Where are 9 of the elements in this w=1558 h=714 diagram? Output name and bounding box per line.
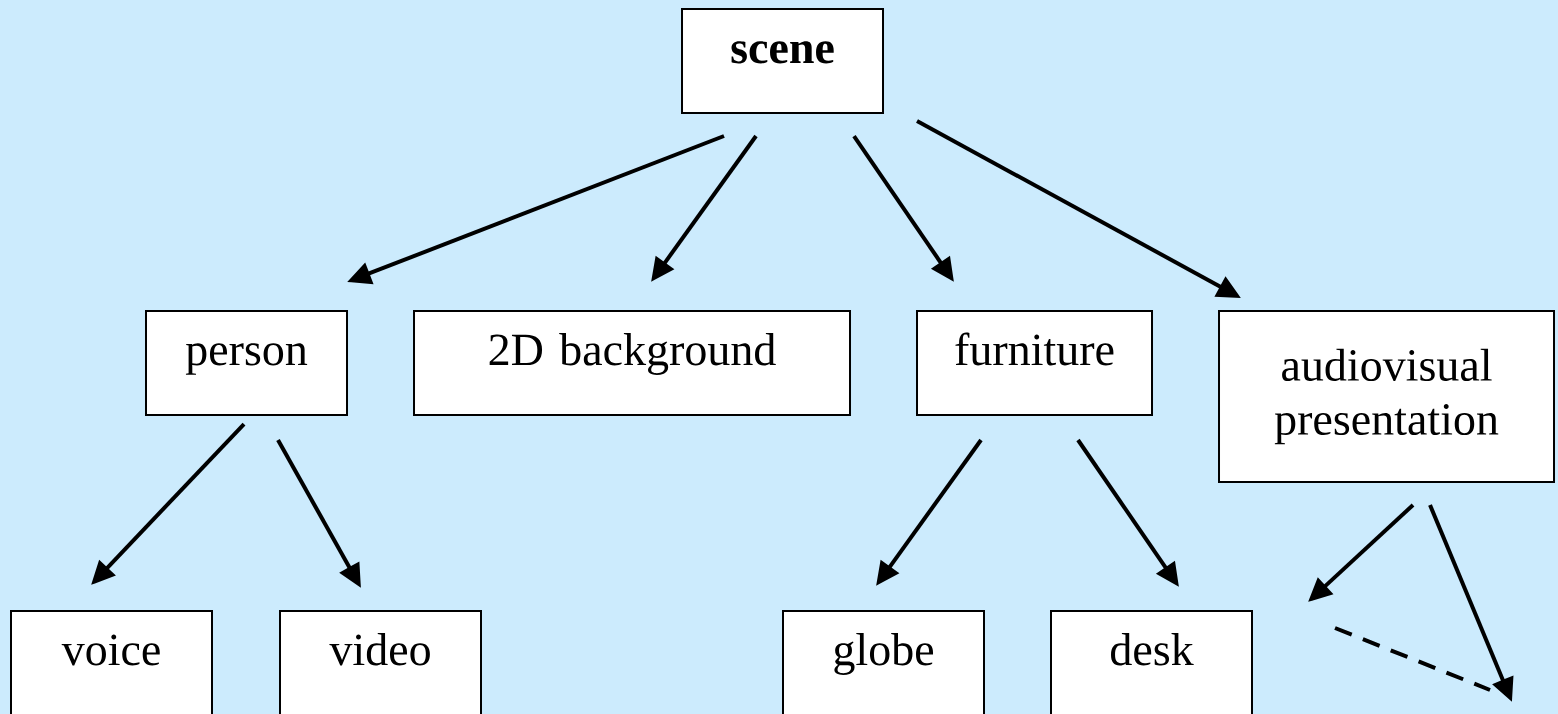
text-box: person [145,310,348,416]
text-box: desk [1050,610,1253,714]
text-box: video [279,610,482,714]
text-box: voice [10,610,213,714]
text-box: furniture [916,310,1153,416]
text-box: 2D background [413,310,851,416]
text-box: globe [782,610,985,714]
text-box: scene [681,8,884,114]
text-box: audiovisual presentation [1218,310,1555,483]
